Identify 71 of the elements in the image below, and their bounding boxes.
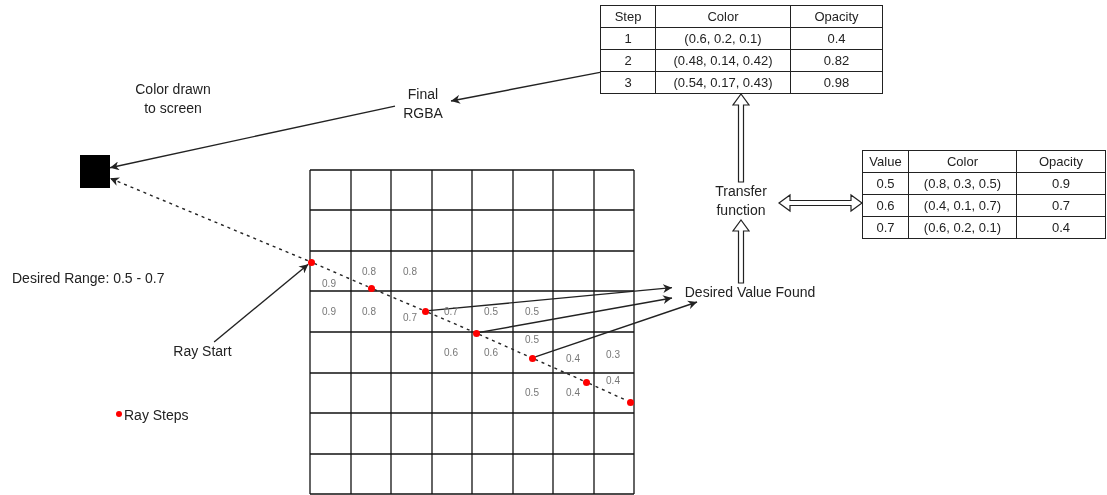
data-table bbox=[600, 5, 883, 94]
arrow bbox=[213, 263, 309, 343]
sample-value: 0.7 bbox=[444, 305, 458, 317]
table-cell: 0.4 bbox=[790, 27, 883, 50]
screen-label: Color drawn to screen bbox=[134, 80, 212, 118]
sample-value: 0.4 bbox=[606, 374, 620, 386]
sample-value: 0.9 bbox=[322, 305, 336, 317]
table-header-cell: Color bbox=[655, 5, 791, 28]
table-header-cell: Step bbox=[600, 5, 656, 28]
table-header-cell: Color bbox=[908, 150, 1017, 173]
table-cell: (0.6, 0.2, 0.1) bbox=[655, 27, 791, 50]
hollow-arrow bbox=[731, 92, 751, 183]
arrow bbox=[450, 71, 601, 104]
text-label: Ray Start bbox=[165, 342, 240, 361]
table-cell: 2 bbox=[600, 49, 656, 72]
table-cell: 0.7 bbox=[1016, 194, 1106, 217]
dashed-ray-line bbox=[478, 333, 530, 358]
sample-value: 0.7 bbox=[403, 311, 417, 323]
sample-value: 0.5 bbox=[525, 386, 539, 398]
sample-value: 0.8 bbox=[403, 265, 417, 277]
table-header-cell: Value bbox=[862, 150, 909, 173]
sample-value: 0.4 bbox=[566, 352, 580, 364]
sample-value: 0.5 bbox=[525, 333, 539, 345]
sample-value: 0.6 bbox=[444, 346, 458, 358]
text-label: Final RGBA bbox=[395, 85, 451, 123]
ray-step-dot bbox=[307, 258, 315, 266]
ray-step-dot bbox=[582, 378, 590, 386]
table-cell: (0.6, 0.2, 0.1) bbox=[908, 216, 1017, 239]
table-cell: (0.48, 0.14, 0.42) bbox=[655, 49, 791, 72]
table-cell: 3 bbox=[600, 71, 656, 94]
data-table bbox=[862, 150, 1106, 239]
ray-step-dot bbox=[367, 284, 375, 292]
table-cell: 0.5 bbox=[862, 172, 909, 195]
ray-step-dot bbox=[528, 354, 536, 362]
ray-step-dot bbox=[472, 329, 480, 337]
sample-value: 0.4 bbox=[566, 386, 580, 398]
table-cell: (0.8, 0.3, 0.5) bbox=[908, 172, 1017, 195]
sample-value: 0.9 bbox=[322, 277, 336, 289]
dashed-ray-line bbox=[373, 288, 423, 311]
table-cell: 0.98 bbox=[790, 71, 883, 94]
arrow bbox=[109, 105, 396, 171]
arrow bbox=[534, 300, 698, 358]
arrow bbox=[427, 284, 673, 312]
dashed-ray-line bbox=[313, 262, 369, 288]
sample-value: 0.5 bbox=[525, 305, 539, 317]
table-header-cell: Opacity bbox=[790, 5, 883, 28]
table-cell: 0.82 bbox=[790, 49, 883, 72]
legend-label: Ray Steps bbox=[124, 407, 189, 423]
table-cell: (0.4, 0.1, 0.7) bbox=[908, 194, 1017, 217]
table-cell: 0.4 bbox=[1016, 216, 1106, 239]
arrow bbox=[478, 295, 673, 334]
dotted-arrow bbox=[109, 177, 309, 262]
table-cell: 0.6 bbox=[862, 194, 909, 217]
table-cell: (0.54, 0.17, 0.43) bbox=[655, 71, 791, 94]
table-cell: 1 bbox=[600, 27, 656, 50]
sample-value: 0.5 bbox=[484, 305, 498, 317]
text-label: Transfer function bbox=[703, 182, 779, 220]
hollow-arrow bbox=[731, 218, 751, 284]
double-hollow-arrow bbox=[777, 193, 864, 213]
sample-value: 0.8 bbox=[362, 305, 376, 317]
dashed-ray-line bbox=[534, 358, 584, 382]
table-cell: 0.7 bbox=[862, 216, 909, 239]
sample-value: 0.3 bbox=[606, 348, 620, 360]
table-cell: 0.9 bbox=[1016, 172, 1106, 195]
ray-step-dot bbox=[421, 307, 429, 315]
text-label: Desired Value Found bbox=[672, 283, 828, 302]
sample-value: 0.6 bbox=[484, 346, 498, 358]
sample-value: 0.8 bbox=[362, 265, 376, 277]
ray-step-dot bbox=[626, 398, 634, 406]
note: Desired Range: 0.5 - 0.7 bbox=[12, 270, 165, 286]
table-header-cell: Opacity bbox=[1016, 150, 1106, 173]
